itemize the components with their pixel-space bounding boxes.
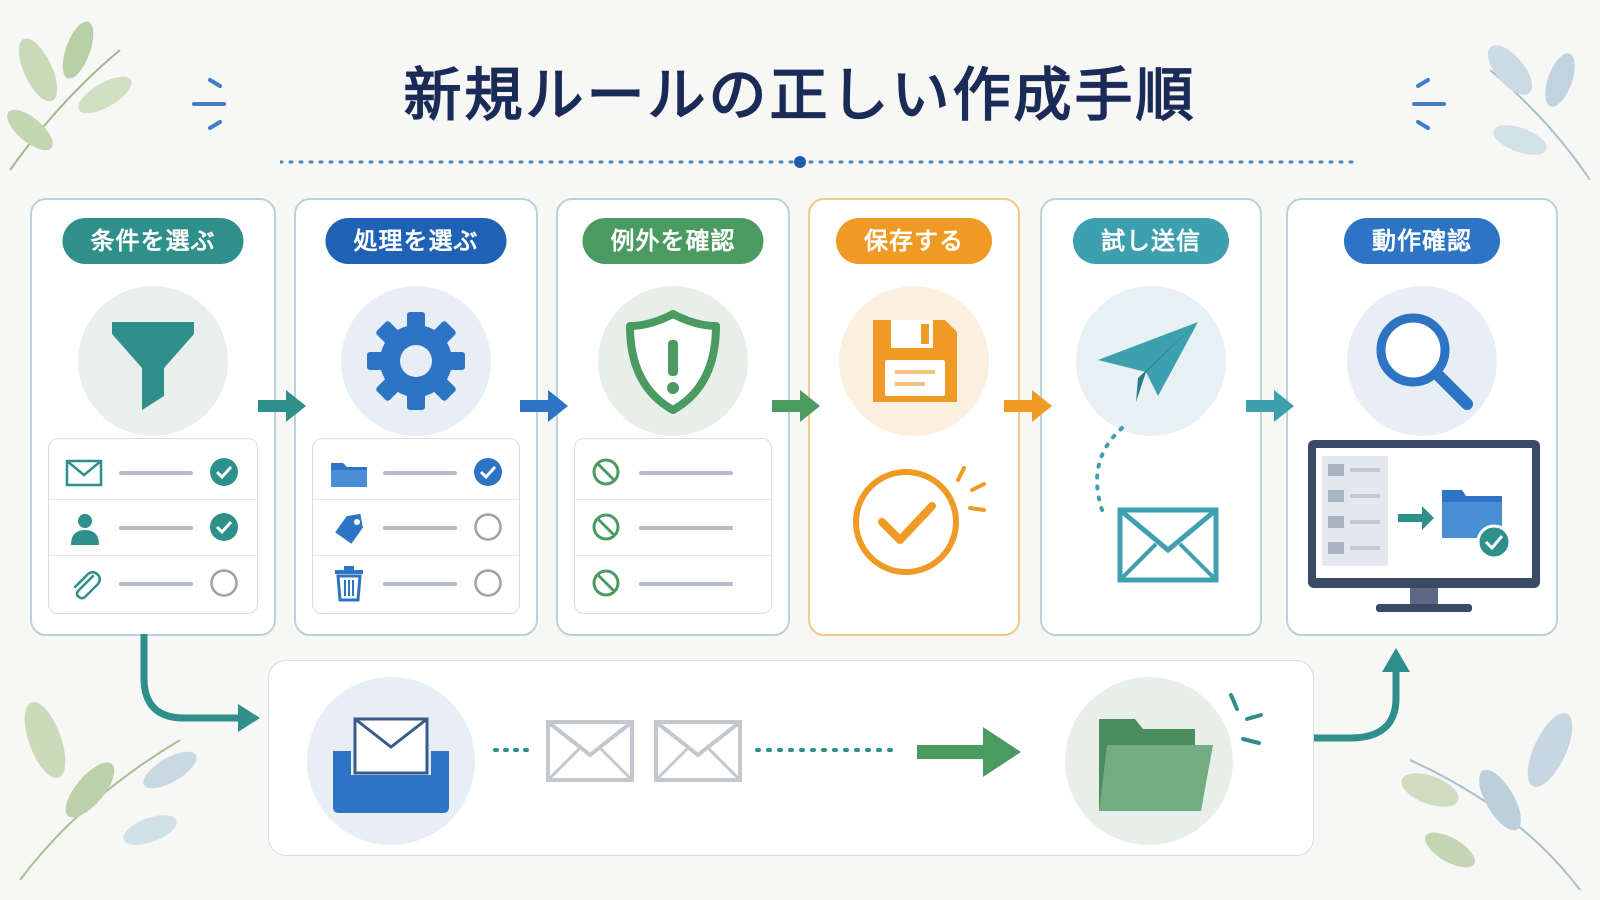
envelope-icon	[546, 720, 634, 782]
step-arrow	[772, 390, 820, 422]
sparkle-right	[1412, 78, 1446, 130]
page-title: 新規ルールの正しい作成手順	[403, 61, 1197, 129]
paperclip-icon	[73, 571, 101, 600]
list-item[interactable]	[313, 499, 519, 556]
condition-list	[48, 438, 258, 614]
list-item[interactable]	[49, 443, 257, 499]
inbox-icon	[307, 677, 475, 845]
step-card-exceptions: 例外を確認	[556, 198, 790, 636]
connector-arrow-up	[1314, 648, 1410, 742]
flow-arrow	[917, 727, 1021, 777]
monitor-icon	[1308, 440, 1540, 612]
step-arrow	[1004, 390, 1052, 422]
prohibited-icon	[592, 569, 620, 597]
check-circle-icon	[853, 466, 986, 575]
step-card-conditions: 条件を選ぶ	[30, 198, 276, 636]
step-label-save: 保存する	[836, 218, 992, 264]
step-arrow	[520, 390, 568, 422]
leaf-decoration-top-right	[1487, 45, 1591, 181]
list-item[interactable]	[49, 499, 257, 556]
leaf-decoration-top-left	[7, 21, 132, 171]
check-icon	[474, 458, 502, 486]
list-item[interactable]	[313, 555, 519, 612]
step-label-verify: 動作確認	[1344, 218, 1500, 264]
list-item[interactable]	[575, 555, 771, 612]
step-arrow	[258, 390, 306, 422]
step-label-test-send: 試し送信	[1073, 218, 1229, 264]
envelope-icon	[65, 459, 103, 487]
list-item[interactable]	[575, 499, 771, 556]
connector-arrow-down	[140, 634, 260, 732]
action-list	[312, 438, 520, 614]
check-icon	[210, 458, 238, 486]
filter-icon	[78, 286, 228, 436]
prohibited-icon	[592, 458, 620, 486]
step-card-actions: 処理を選ぶ	[294, 198, 538, 636]
list-item[interactable]	[49, 555, 257, 612]
empty-circle-icon	[474, 513, 502, 541]
envelope-icon	[1095, 426, 1219, 583]
dotted-line	[493, 748, 533, 752]
dotted-line	[755, 748, 893, 752]
step-label-actions: 処理を選ぶ	[325, 218, 507, 264]
paper-plane-icon	[1076, 286, 1226, 436]
step-label-exceptions: 例外を確認	[582, 218, 764, 264]
folder-icon	[1065, 677, 1233, 845]
list-item[interactable]	[313, 443, 519, 499]
gear-icon	[341, 286, 491, 436]
floppy-disk-icon	[839, 286, 989, 436]
list-item[interactable]	[575, 443, 771, 499]
tag-icon	[335, 513, 363, 544]
exception-list	[574, 438, 772, 614]
step-card-verify: 動作確認	[1286, 198, 1558, 636]
step-card-test-send: 試し送信	[1040, 198, 1262, 636]
step-card-save: 保存する	[808, 198, 1020, 636]
step-label-conditions: 条件を選ぶ	[62, 218, 244, 264]
sparkle-icon	[1229, 693, 1263, 745]
shield-alert-icon	[598, 286, 748, 436]
folder-icon	[331, 463, 367, 487]
empty-circle-icon	[474, 569, 502, 597]
empty-circle-icon	[210, 569, 238, 597]
trash-icon	[335, 566, 363, 602]
step-arrow	[1246, 390, 1294, 422]
sorting-flow-panel	[268, 660, 1314, 856]
person-icon	[71, 514, 99, 545]
leaf-decoration-bottom-right	[1401, 713, 1581, 890]
sparkle-left	[192, 78, 226, 130]
check-icon	[210, 513, 238, 541]
leaf-decoration-bottom-left	[19, 702, 197, 880]
magnifier-icon	[1347, 286, 1497, 436]
prohibited-icon	[592, 513, 620, 541]
title-underline	[280, 156, 1362, 168]
envelope-icon	[654, 720, 742, 782]
